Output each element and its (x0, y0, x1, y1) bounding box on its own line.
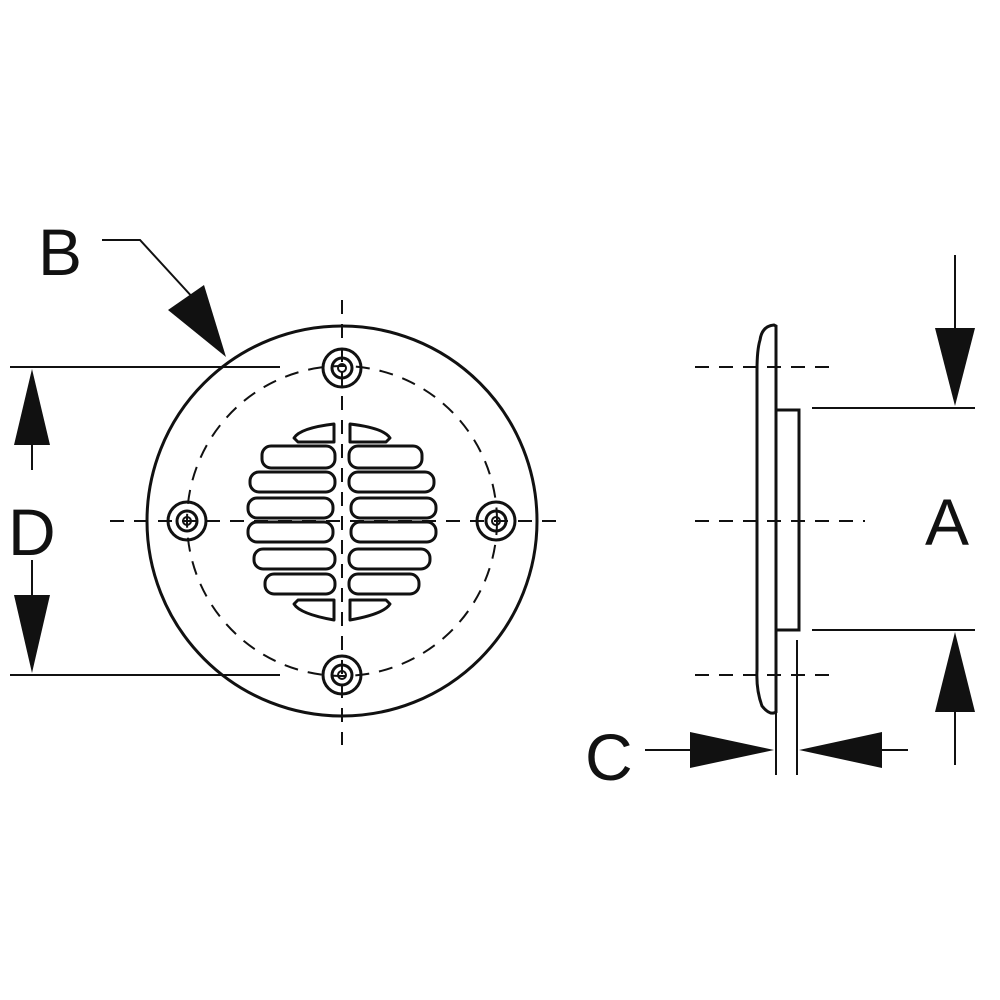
dimension-b: B (38, 215, 226, 357)
arrow-up (14, 369, 50, 445)
dimension-c: C (585, 640, 908, 794)
arrow-down (14, 595, 50, 673)
screw-icon (321, 347, 363, 389)
grille-slot (347, 572, 421, 596)
screw-icon (321, 654, 363, 696)
screw-icon (475, 500, 517, 542)
arrow-up (935, 632, 975, 712)
grille-slot (263, 572, 337, 596)
front-view (110, 300, 560, 745)
screw-icon (166, 500, 208, 542)
flange-profile (755, 323, 778, 715)
grille-slot (347, 547, 432, 571)
grille-slot-end (348, 422, 392, 444)
grille-slot (252, 547, 337, 571)
dimension-d: D (8, 366, 280, 676)
grille-slot (349, 496, 438, 520)
grille-slot (349, 520, 438, 544)
grille-slots (246, 422, 438, 622)
arrow-right (690, 732, 774, 768)
label-d: D (8, 495, 56, 569)
grille-slot (347, 444, 424, 470)
grille-slot (347, 470, 436, 494)
arrow-left (799, 732, 882, 768)
grille-slot-end (292, 598, 336, 622)
grille-slot (260, 444, 337, 470)
arrow-down (935, 328, 975, 406)
grille-slot (246, 496, 335, 520)
grille-slot-end (292, 422, 336, 444)
label-a: A (925, 485, 969, 559)
boss-profile (774, 408, 801, 632)
label-b: B (38, 215, 82, 289)
dimension-a: A (812, 255, 975, 765)
screw-holes (166, 347, 517, 696)
side-view (695, 323, 865, 715)
label-c: C (585, 720, 633, 794)
grille-slot (248, 470, 337, 494)
grille-slot (246, 520, 335, 544)
grille-slot-end (348, 598, 392, 622)
arrow-b (168, 285, 226, 357)
